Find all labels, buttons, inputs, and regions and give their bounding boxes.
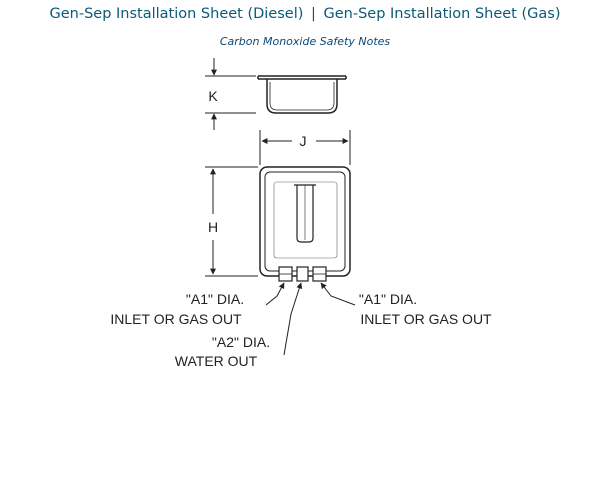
link-installation-sheet-gas[interactable]: Gen-Sep Installation Sheet (Gas) xyxy=(323,6,561,22)
subtitle: Carbon Monoxide Safety Notes xyxy=(0,35,610,48)
link-installation-sheet-diesel[interactable]: Gen-Sep Installation Sheet (Diesel) xyxy=(49,6,304,22)
label-a1-right-line1: "A1" DIA. xyxy=(359,291,417,307)
label-a1-left-line1: "A1" DIA. xyxy=(186,291,244,307)
link-separator: | xyxy=(311,6,316,22)
dim-label-j: J xyxy=(300,133,307,149)
label-a1-left-line2: INLET OR GAS OUT xyxy=(110,311,242,327)
label-a2-line2: WATER OUT xyxy=(175,353,258,369)
header-links: Gen-Sep Installation Sheet (Diesel) | Ge… xyxy=(0,6,610,22)
dimension-j xyxy=(259,130,351,165)
leader-lines xyxy=(265,282,356,356)
dimension-h xyxy=(205,166,258,277)
label-a1-right-line2: INLET OR GAS OUT xyxy=(360,311,492,327)
front-view xyxy=(259,166,351,282)
side-view xyxy=(257,75,347,114)
dimension-k xyxy=(205,58,256,130)
dim-label-k: K xyxy=(208,88,218,104)
dim-label-h: H xyxy=(208,219,218,235)
link-carbon-monoxide-safety-notes[interactable]: Carbon Monoxide Safety Notes xyxy=(219,35,391,48)
label-a2-line1: "A2" DIA. xyxy=(212,334,270,350)
